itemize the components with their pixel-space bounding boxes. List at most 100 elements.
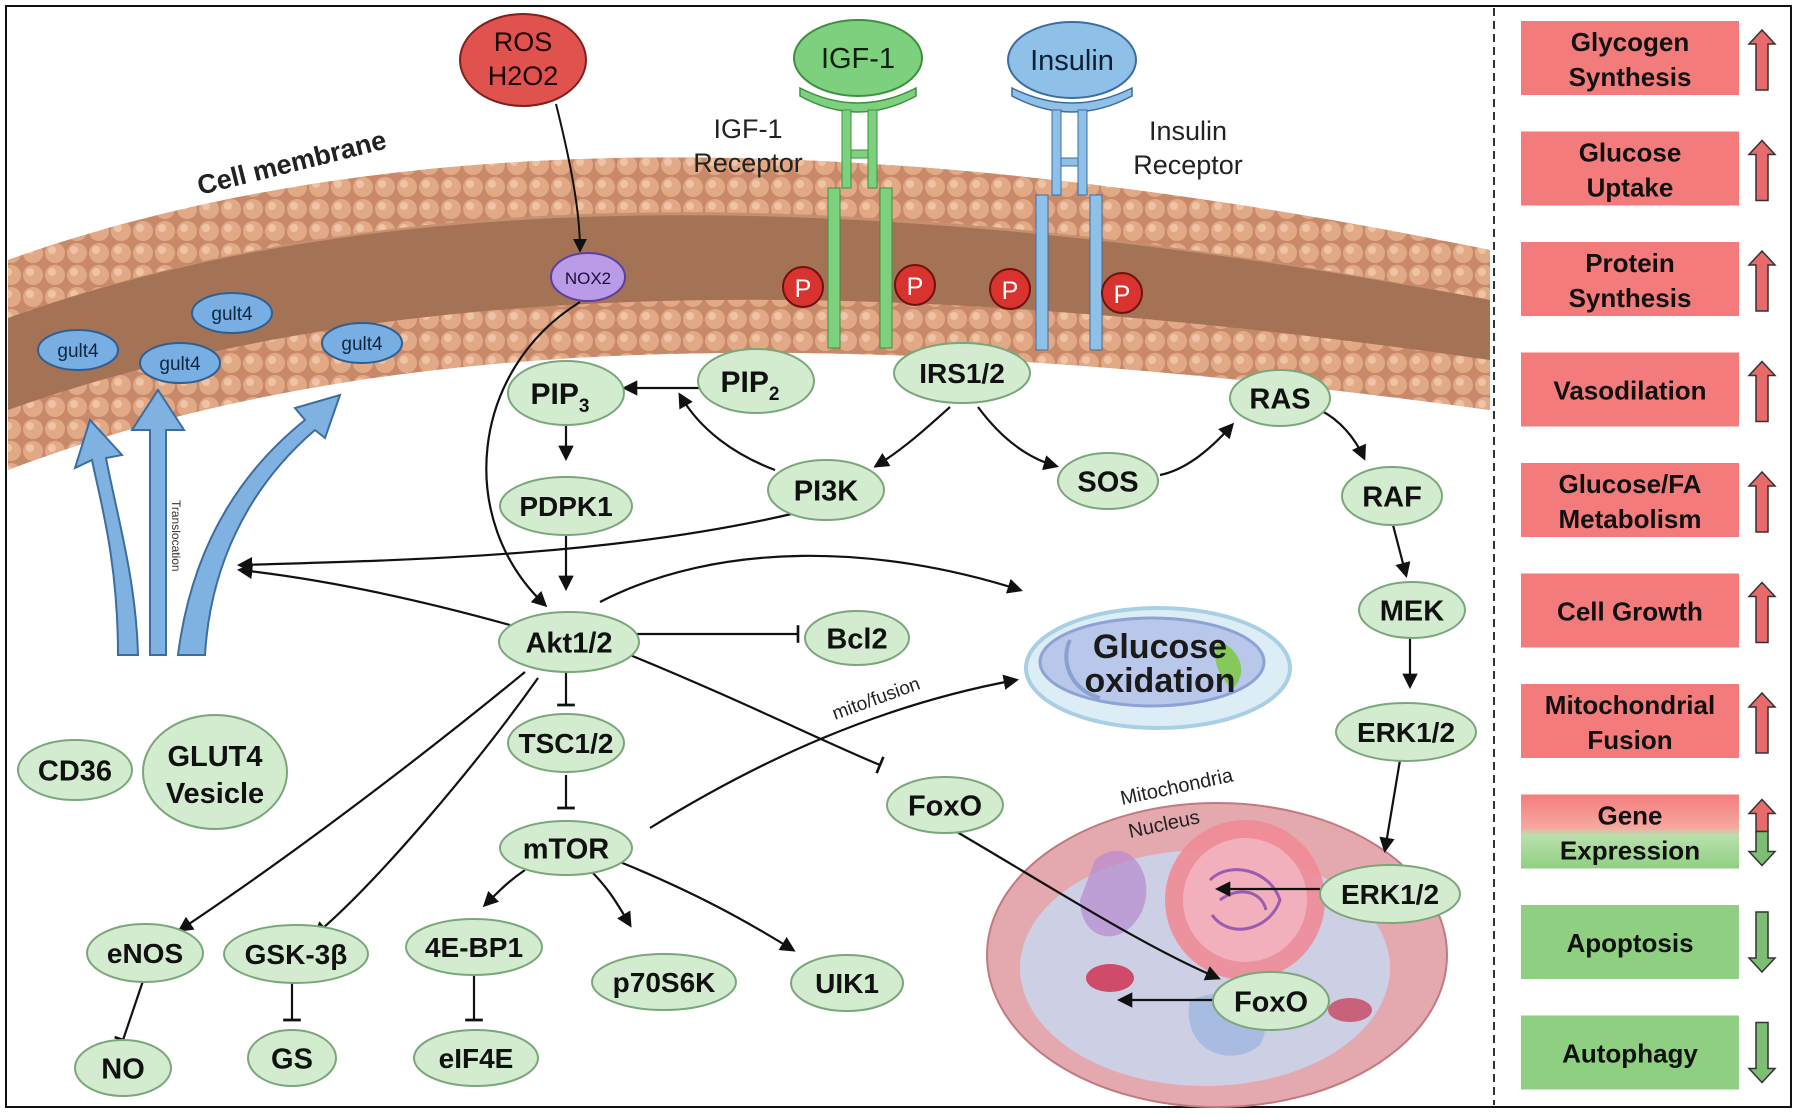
irs-to-sos-arrow — [977, 406, 1059, 471]
node-foxo-upper: FoxO — [886, 776, 1004, 834]
node-pip2: PIP2 — [697, 348, 815, 414]
node-label: RAF — [1362, 481, 1422, 513]
node-label: SOS — [1077, 466, 1138, 498]
outcome-label-line1: Protein — [1585, 248, 1675, 278]
outcome-label-line1: Gene — [1597, 801, 1662, 831]
outcome-label-line2: Synthesis — [1569, 62, 1692, 92]
node-label: GS — [271, 1043, 313, 1075]
node-label-line1: GLUT4 — [167, 741, 262, 773]
outcome-label-line2: Fusion — [1587, 725, 1672, 755]
insulin-receptor: Insulin — [1007, 21, 1137, 351]
outcome-label-line2: Expression — [1560, 836, 1700, 866]
node-bcl2: Bcl2 — [804, 610, 910, 666]
outcome-cell-growth: Cell Growth — [1519, 571, 1777, 650]
sos-to-ras-arrow — [1159, 422, 1235, 477]
svg-text:P: P — [795, 275, 812, 303]
akt-inhibits-foxo — [629, 653, 885, 774]
nox2-enzyme: NOX2 — [550, 252, 626, 302]
node-label: UIK1 — [815, 968, 879, 999]
node-gs: GS — [247, 1029, 337, 1087]
translocation-arrows — [73, 388, 342, 656]
svg-text:P: P — [1002, 277, 1019, 305]
ros-to-nox2-arrow — [555, 103, 587, 253]
phospho-badge-4: P — [1101, 272, 1143, 314]
node-label-line2: Vesicle — [166, 778, 264, 810]
node-sos: SOS — [1057, 452, 1159, 510]
node-ras: RAS — [1229, 369, 1331, 427]
outcomes-panel: GlycogenSynthesisGlucoseUptakeProteinSyn… — [1519, 19, 1777, 1092]
down-arrow-icon — [1747, 830, 1777, 867]
cell-nucleus-illustration — [986, 802, 1448, 1108]
phospho-badge-3: P — [989, 268, 1031, 310]
pathway-connections — [114, 301, 1418, 1045]
outcome-label-line2: Uptake — [1587, 173, 1674, 203]
outcome-label-line2: Synthesis — [1569, 283, 1692, 313]
glut4-label: gult4 — [341, 334, 383, 355]
mtor-to-4ebp1-arrow — [482, 869, 526, 908]
igf1-receptor: IGF-1 — [793, 19, 923, 349]
nox2-label: NOX2 — [565, 269, 611, 288]
nox2-to-akt-arrow — [485, 301, 581, 608]
glucose-oxidation-line1: Glucose — [1093, 628, 1227, 666]
node-pip3: PIP3 — [507, 360, 625, 426]
down-arrow-icon — [1747, 1021, 1777, 1084]
node-raf: RAF — [1341, 466, 1443, 526]
up-arrow-icon — [1747, 139, 1777, 202]
up-arrow-icon — [1747, 691, 1777, 754]
svg-text:P: P — [907, 273, 924, 301]
node-akt: Akt1/2 — [498, 611, 640, 673]
insulin-receptor-label-line1: Insulin — [1149, 116, 1227, 146]
foxo-to-nuclear-foxo-arrow — [944, 824, 1221, 981]
node-label: Akt1/2 — [525, 627, 612, 659]
akt-to-glucose-oxidation-arrow — [599, 554, 1023, 603]
node-foxo-lower: FoxO — [1212, 971, 1330, 1031]
outcome-label: Vasodilation — [1553, 376, 1706, 406]
node-eif4e: eIF4E — [413, 1029, 539, 1087]
node-uik1: UIK1 — [790, 954, 904, 1012]
outcome-label-line1: Glycogen — [1571, 27, 1689, 57]
raf-to-mek-arrow — [1391, 524, 1411, 578]
down-arrow-icon — [1747, 911, 1777, 974]
akt-to-enos-arrow — [177, 671, 526, 932]
enos-inhibits-no — [114, 974, 147, 1045]
outcome-label-line2: Metabolism — [1558, 504, 1701, 534]
igf1-receptor-label-line2: Receptor — [693, 148, 803, 178]
node-erk-lower: ERK1/2 — [1319, 864, 1461, 924]
outcome-label-line1: Mitochondrial — [1545, 690, 1715, 720]
up-arrow-icon — [1747, 581, 1777, 644]
node-pdpk1: PDPK1 — [499, 476, 633, 536]
node-pi3k: PI3K — [767, 459, 885, 521]
glut4-label: gult4 — [159, 354, 201, 375]
igf1-receptor-label-line1: IGF-1 — [713, 114, 782, 144]
up-arrow-icon — [1747, 360, 1777, 423]
erk-to-nuclear-erk-arrow — [1379, 759, 1402, 854]
node-no: NO — [74, 1039, 172, 1097]
glut4-transporter-4: gult4 — [321, 322, 403, 364]
phospho-badge-1: P — [782, 266, 824, 308]
glut4-transporter-1: gult4 — [37, 329, 119, 371]
ras-to-raf-arrow — [1319, 409, 1366, 461]
node-irs: IRS1/2 — [893, 342, 1031, 404]
outcome-label-line1: Glucose — [1579, 138, 1682, 168]
node-label: CD36 — [38, 755, 112, 787]
outcome-vasodilation: Vasodilation — [1519, 350, 1777, 429]
mtor-to-p70s6k-arrow — [589, 869, 632, 928]
node-label: FoxO — [1234, 986, 1308, 1018]
node-label: ERK1/2 — [1357, 717, 1455, 748]
outcome-apoptosis: Apoptosis — [1519, 903, 1777, 981]
node-label: TSC1/2 — [519, 728, 614, 759]
node-label: PIP3 — [531, 378, 590, 417]
ros-ligand: ROS H2O2 — [459, 13, 587, 107]
node-mek: MEK — [1358, 581, 1466, 639]
pi3k-to-pip3-arrow — [678, 392, 776, 472]
node-label: RAS — [1249, 383, 1310, 415]
outcome-label: Cell Growth — [1557, 597, 1703, 627]
ros-label: ROS — [494, 27, 553, 57]
node-label: 4E-BP1 — [425, 932, 523, 963]
up-arrow-icon — [1747, 798, 1777, 833]
